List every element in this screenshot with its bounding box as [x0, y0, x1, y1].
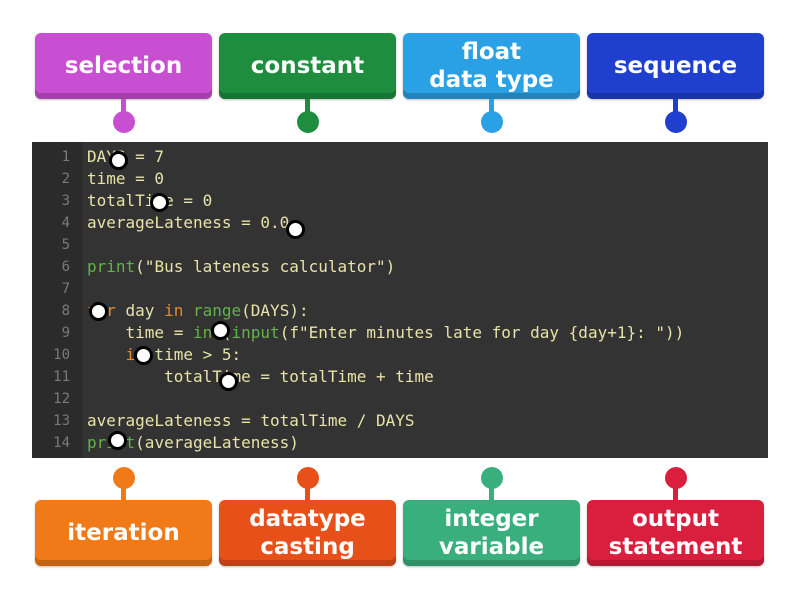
code-line: 11 totalTime = totalTime + time	[32, 366, 768, 388]
code-line: 7	[32, 278, 768, 300]
line-number: 4	[61, 215, 70, 231]
label-sequence[interactable]: sequence	[587, 33, 764, 99]
code-token: averageLateness = totalTime / DAYS	[87, 411, 415, 430]
connector-stem	[121, 486, 126, 500]
line-number: 13	[53, 413, 70, 429]
connector-stem	[489, 486, 494, 500]
connector-stem	[121, 99, 126, 113]
code-line: 4 averageLateness = 0.0	[32, 212, 768, 234]
label-selection[interactable]: selection	[35, 33, 212, 99]
code-token	[87, 345, 126, 364]
label-pin-dot[interactable]	[481, 467, 503, 489]
drop-marker-line11[interactable]	[219, 372, 238, 391]
line-number: 8	[61, 303, 70, 319]
code-line: 8 for day in range(DAYS):	[32, 300, 768, 322]
label-integer-variable[interactable]: integer variable	[403, 500, 580, 566]
code-text: if time > 5:	[87, 344, 242, 366]
connector-stem	[673, 486, 678, 500]
label-iteration[interactable]: iteration	[35, 500, 212, 566]
line-number: 5	[61, 237, 70, 253]
code-text: averageLateness = totalTime / DAYS	[87, 410, 415, 432]
code-text: totalTime = totalTime + time	[87, 366, 434, 388]
code-token: time =	[87, 323, 193, 342]
line-number-gutter	[32, 142, 82, 458]
code-text: for day in range(DAYS):	[87, 300, 309, 322]
code-token: (averageLateness)	[135, 433, 299, 452]
code-text: time = 0	[87, 168, 164, 190]
code-token	[183, 301, 193, 320]
code-line: 5	[32, 234, 768, 256]
label-pin-dot[interactable]	[665, 467, 687, 489]
code-text: print("Bus lateness calculator")	[87, 256, 395, 278]
code-line: 13 averageLateness = totalTime / DAYS	[32, 410, 768, 432]
code-line: 9 time = int(input(f"Enter minutes late …	[32, 322, 768, 344]
code-token: in	[164, 301, 184, 320]
code-token: (DAYS):	[241, 301, 309, 320]
label-text: datatype casting	[249, 506, 366, 560]
label-pin-dot[interactable]	[113, 467, 135, 489]
line-number: 1	[61, 149, 70, 165]
code-token: totalTime = totalTime + time	[87, 367, 434, 386]
drop-marker-line1[interactable]	[109, 151, 128, 170]
code-token: range	[192, 301, 242, 320]
line-number: 14	[53, 435, 70, 451]
code-token: time > 5:	[144, 345, 242, 364]
drop-marker-line8[interactable]	[89, 302, 108, 321]
label-datatype-casting[interactable]: datatype casting	[219, 500, 396, 566]
label-pin-dot[interactable]	[481, 111, 503, 133]
line-number: 6	[61, 259, 70, 275]
drop-marker-line14[interactable]	[108, 431, 127, 450]
line-number: 15	[32, 454, 70, 458]
label-text: output statement	[608, 506, 743, 560]
line-number: 7	[61, 281, 70, 297]
line-number: 3	[61, 193, 70, 209]
code-token: (f"Enter minutes late for day {day+1}: "…	[279, 323, 685, 342]
label-pin-dot[interactable]	[297, 467, 319, 489]
label-output-statement[interactable]: output statement	[587, 500, 764, 566]
label-text: selection	[64, 53, 183, 79]
label-text: constant	[250, 53, 365, 79]
code-token: day	[115, 301, 165, 320]
drop-marker-line3[interactable]	[150, 193, 169, 212]
label-text: iteration	[67, 520, 180, 546]
label-text: sequence	[613, 53, 738, 79]
drop-marker-line10[interactable]	[134, 346, 153, 365]
code-token: ("Bus lateness calculator")	[135, 257, 396, 276]
connector-stem	[305, 486, 310, 500]
code-line: 6 print("Bus lateness calculator")	[32, 256, 768, 278]
code-line: 12	[32, 388, 768, 410]
code-text: time = int(input(f"Enter minutes late fo…	[87, 322, 685, 344]
code-token: input	[231, 323, 280, 342]
connector-stem	[489, 99, 494, 113]
label-text: integer variable	[438, 506, 545, 560]
code-token: print	[87, 257, 136, 276]
drop-marker-line4[interactable]	[286, 220, 305, 239]
label-pin-dot[interactable]	[113, 111, 135, 133]
connector-stem	[305, 99, 310, 113]
line-number: 2	[61, 171, 70, 187]
code-line: 2 time = 0	[32, 168, 768, 190]
label-text: float data type	[429, 39, 554, 93]
code-text: averageLateness = 0.0	[87, 212, 289, 234]
label-pin-dot[interactable]	[297, 111, 319, 133]
drop-marker-line9[interactable]	[211, 321, 230, 340]
line-number: 10	[53, 347, 70, 363]
code-token: time = 0	[87, 169, 165, 188]
code-line: 14print(averageLateness)	[32, 432, 768, 454]
label-pin-dot[interactable]	[665, 111, 687, 133]
line-number: 9	[61, 325, 70, 341]
label-constant[interactable]: constant	[219, 33, 396, 99]
code-token: averageLateness = 0.0	[87, 213, 290, 232]
code-line: 15	[32, 454, 768, 458]
line-number: 11	[53, 369, 70, 385]
label-float-data-type[interactable]: float data type	[403, 33, 580, 99]
code-line: 10 if time > 5:	[32, 344, 768, 366]
connector-stem	[673, 99, 678, 113]
line-number: 12	[53, 391, 70, 407]
